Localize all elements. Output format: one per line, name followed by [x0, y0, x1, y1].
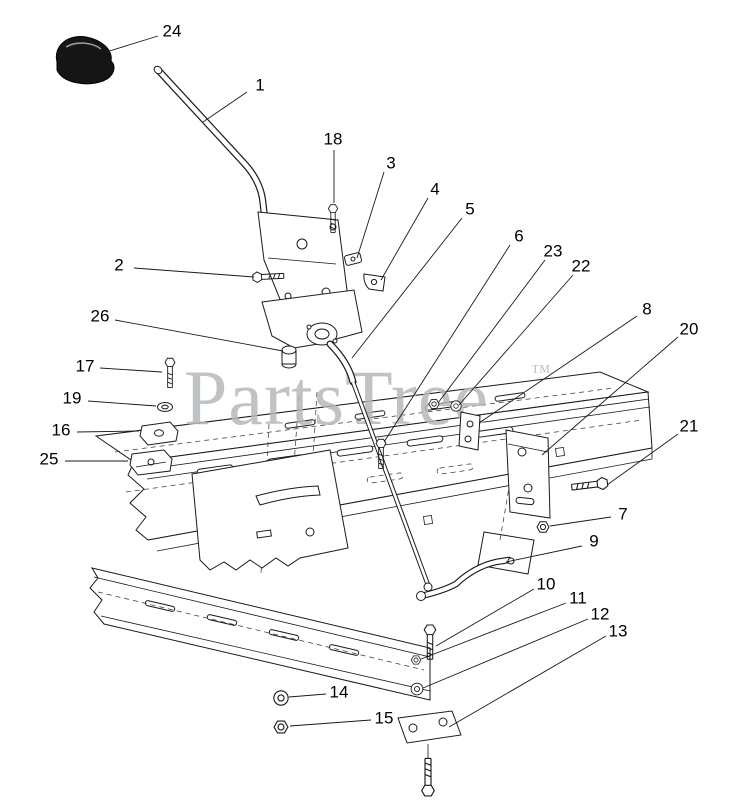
callout-20: 20: [680, 320, 699, 339]
callout-10: 10: [537, 575, 556, 594]
frame-square-hole: [555, 447, 565, 457]
bolt-21: [570, 476, 609, 494]
callout-18: 18: [324, 130, 343, 149]
leader-line-9: [505, 545, 583, 563]
washer-22: [450, 400, 462, 412]
leader-line-24: [102, 35, 159, 54]
leader-line-23: [437, 259, 546, 404]
callout-4: 4: [430, 180, 439, 199]
washer-14: [273, 690, 289, 706]
callout-13: 13: [609, 622, 628, 641]
leader-line-26: [114, 319, 284, 352]
bolt-17: [164, 357, 176, 389]
leader-line-5: [351, 217, 463, 359]
leader-line-15: [289, 719, 372, 727]
callout-8: 8: [642, 300, 651, 319]
shift-lever-rod: [153, 65, 269, 225]
leader-line-10: [435, 588, 535, 647]
shift-link-rod: [326, 340, 433, 592]
frame-chassis: [89, 371, 653, 701]
bracket-13: [397, 710, 462, 744]
nut-11: [410, 655, 422, 665]
leader-line-1: [202, 91, 248, 123]
shift-plate: [191, 449, 349, 571]
leader-line-22: [458, 274, 574, 406]
callout-26: 26: [91, 307, 110, 326]
callout-23: 23: [544, 242, 563, 261]
bracket-20: [505, 429, 551, 519]
callout-17: 17: [76, 357, 95, 376]
spacer-bushing: [281, 345, 297, 369]
leader-line-21: [606, 433, 679, 486]
parts: [55, 36, 609, 797]
bracket-4: [363, 273, 386, 292]
leader-line-16: [76, 430, 140, 433]
callout-25: 25: [40, 450, 59, 469]
lever-mount-plate: [257, 211, 349, 315]
callout-15: 15: [375, 709, 394, 728]
callout-19: 19: [63, 389, 82, 408]
hidden-line: [114, 387, 615, 453]
bolt-13-carriage: [421, 757, 435, 797]
hidden-line: [125, 419, 643, 493]
leader-line-2: [133, 267, 255, 278]
nut-23: [428, 399, 440, 409]
pivot-bracket: [261, 289, 363, 349]
leader-line-7: [549, 516, 612, 527]
watermark-text: PartsTree: [184, 354, 489, 441]
callout-22: 22: [572, 257, 591, 276]
callout-7: 7: [618, 505, 627, 524]
callout-5: 5: [465, 200, 474, 219]
leader-line-6: [383, 244, 511, 443]
leader-line-11: [420, 602, 567, 660]
watermark: PartsTree ™: [184, 354, 551, 441]
leader-line-17: [99, 367, 163, 373]
callout-9: 9: [589, 532, 598, 551]
leader-line-3: [356, 171, 385, 259]
callout-1: 1: [255, 76, 264, 95]
leader-line-20: [541, 336, 679, 456]
clip-3: [344, 252, 362, 266]
leader-line-12: [422, 618, 589, 689]
lower-shift-lever: [416, 556, 515, 601]
callout-24: 24: [163, 22, 182, 41]
callout-12: 12: [591, 605, 610, 624]
hidden-line: [499, 469, 513, 541]
callout-21: 21: [680, 417, 699, 436]
nut-15: [273, 720, 289, 734]
block-25: [129, 449, 173, 476]
callout-3: 3: [386, 154, 395, 173]
nut-7: [536, 521, 550, 533]
block-16: [139, 421, 179, 446]
leader-line-19: [87, 400, 157, 407]
leader-line-13: [448, 635, 607, 728]
leader-line-14: [288, 693, 327, 698]
callout-6: 6: [514, 227, 523, 246]
callout-14: 14: [330, 683, 349, 702]
shift-knob: [55, 36, 115, 85]
watermark-trademark: ™: [531, 361, 551, 383]
frame-square-hole: [423, 515, 433, 525]
bracket-8: [458, 411, 481, 451]
frame-slots-top: [284, 392, 526, 429]
callout-2: 2: [114, 256, 123, 275]
lower-frame-rail: [89, 567, 431, 701]
callout-16: 16: [52, 421, 71, 440]
leader-line-8: [478, 315, 638, 424]
washer-12: [410, 682, 424, 696]
callout-11: 11: [569, 589, 587, 608]
washer-19: [157, 402, 173, 412]
leader-line-4: [380, 197, 429, 281]
